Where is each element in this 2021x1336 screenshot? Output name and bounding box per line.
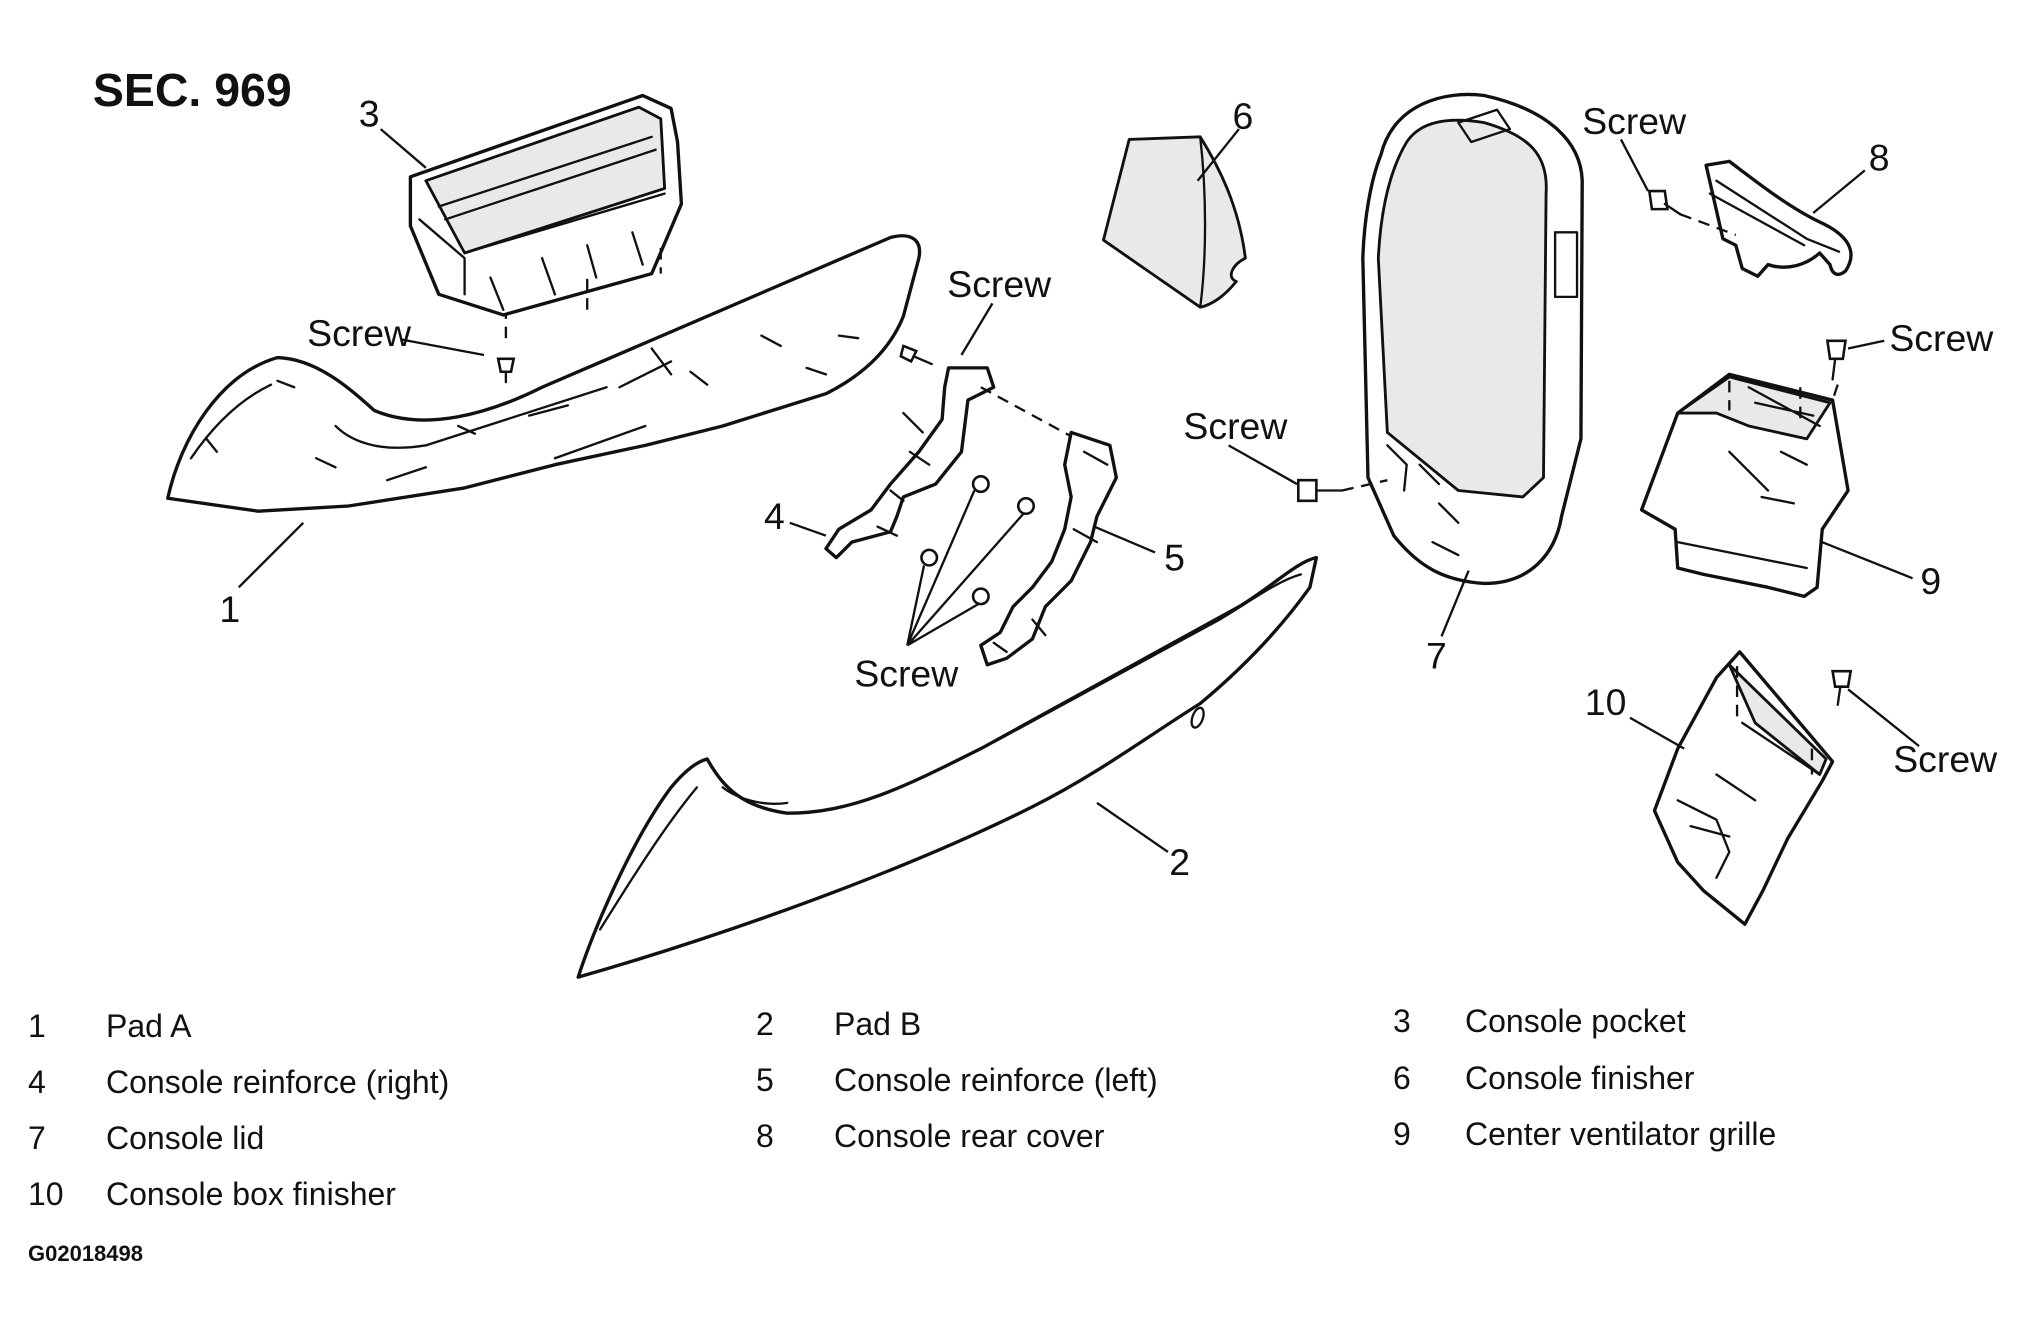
legend-label: Pad B	[834, 1006, 922, 1042]
console-finisher-part	[1101, 135, 1247, 309]
callout-2: 2	[1169, 841, 1190, 883]
legend-number: 8	[756, 1118, 774, 1154]
section-title: SEC. 969	[93, 64, 292, 116]
callout-9: 9	[1920, 560, 1941, 602]
pad-b-part	[576, 555, 1319, 979]
console-reinforce-right-part	[824, 366, 996, 560]
callout-1: 1	[219, 588, 240, 630]
legend-label: Console box finisher	[106, 1176, 396, 1212]
pad-a-part	[166, 234, 922, 513]
console-reinforce-left-part	[979, 430, 1119, 667]
callout-8: 8	[1869, 136, 1890, 178]
console-pocket-part	[408, 93, 684, 318]
console-box-finisher-part	[1652, 650, 1835, 926]
screw-label-grille: Screw	[1889, 317, 1994, 359]
screw-label-rear-cover: Screw	[1582, 100, 1687, 142]
assembly-lines	[504, 213, 1839, 492]
legend-label: Center ventilator grille	[1465, 1116, 1777, 1152]
console-rear-cover-part	[1704, 159, 1853, 278]
legend-number: 4	[28, 1064, 46, 1100]
callout-3: 3	[359, 92, 380, 134]
screw-label-reinforce-top: Screw	[947, 263, 1052, 305]
legend-label: Console finisher	[1465, 1060, 1695, 1096]
legend-number: 9	[1393, 1116, 1411, 1152]
legend-label: Console lid	[106, 1120, 265, 1156]
callout-6: 6	[1232, 95, 1253, 137]
legend-number: 10	[28, 1176, 64, 1212]
legend-number: 3	[1393, 1003, 1411, 1039]
legend-number: 5	[756, 1062, 774, 1098]
callout-7: 7	[1426, 635, 1447, 677]
legend-label: Console pocket	[1465, 1003, 1686, 1039]
screw-fasteners	[496, 189, 1853, 706]
legend-label: Console reinforce (left)	[834, 1062, 1158, 1098]
screw-label-reinforce-bottom: Screw	[854, 653, 959, 695]
callout-10: 10	[1585, 681, 1627, 723]
legend-number: 6	[1393, 1060, 1411, 1096]
legend-number: 2	[756, 1006, 774, 1042]
legend-number: 7	[28, 1120, 46, 1156]
legend-number: 1	[28, 1008, 46, 1044]
screw-label-lid: Screw	[1183, 405, 1288, 447]
legend-label: Console rear cover	[834, 1118, 1105, 1154]
figure-code: G02018498	[28, 1241, 143, 1266]
screw-label-pocket: Screw	[307, 312, 412, 354]
callout-4: 4	[764, 495, 785, 537]
legend-label: Console reinforce (right)	[106, 1064, 450, 1100]
center-ventilator-grille-part	[1639, 372, 1850, 599]
callout-5: 5	[1164, 537, 1185, 579]
leader-lines	[237, 128, 1920, 853]
legend-label: Pad A	[106, 1008, 192, 1044]
console-lid-part	[1361, 92, 1584, 586]
screw-label-box-finisher: Screw	[1893, 738, 1998, 780]
